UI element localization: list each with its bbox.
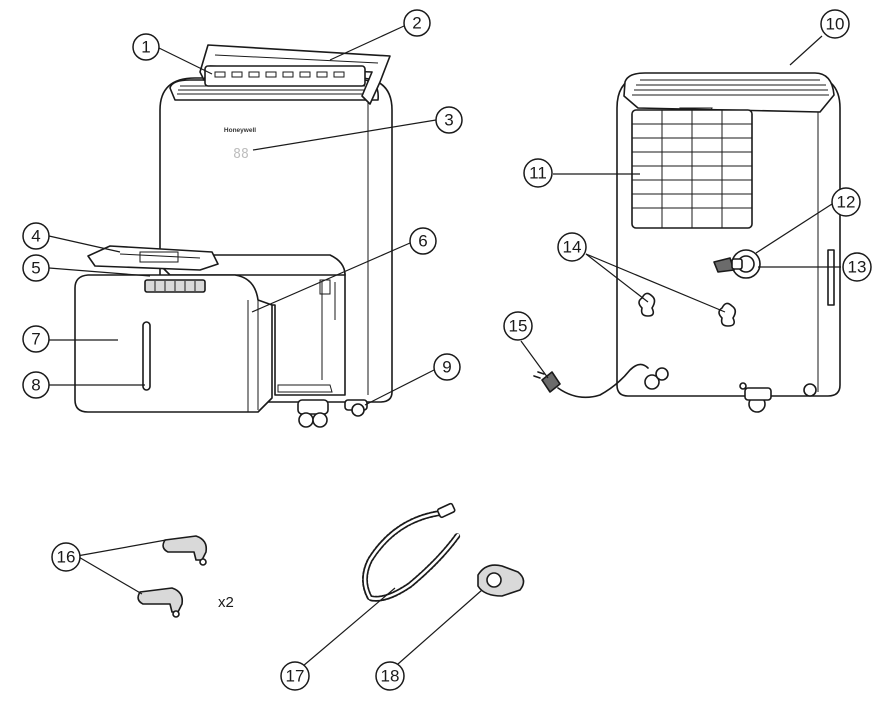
callout-15: 15 xyxy=(503,311,533,341)
callout-6: 6 xyxy=(409,227,437,255)
callout-7: 7 xyxy=(22,325,50,353)
caster-quantity: x2 xyxy=(218,594,234,611)
callout-10: 10 xyxy=(820,9,850,39)
leader-lines xyxy=(48,25,841,667)
svg-text:9: 9 xyxy=(442,358,451,377)
caster-accessories: x2 xyxy=(137,535,234,618)
brand-logo: Honeywell xyxy=(224,127,256,134)
drain-adapter-accessory xyxy=(477,564,525,597)
callout-1: 1 xyxy=(132,33,160,61)
callout-3: 3 xyxy=(435,106,463,134)
svg-text:12: 12 xyxy=(837,193,856,212)
callout-12: 12 xyxy=(831,187,861,217)
callout-8: 8 xyxy=(22,371,50,399)
callout-9: 9 xyxy=(433,353,461,381)
svg-text:17: 17 xyxy=(286,667,305,686)
svg-text:11: 11 xyxy=(529,164,547,183)
svg-text:8: 8 xyxy=(31,376,40,395)
svg-text:2: 2 xyxy=(412,14,421,33)
callout-11: 11 xyxy=(523,158,553,188)
svg-text:1: 1 xyxy=(141,38,150,57)
svg-text:16: 16 xyxy=(57,548,76,567)
callout-2: 2 xyxy=(403,9,431,37)
callout-4: 4 xyxy=(22,222,50,250)
svg-text:10: 10 xyxy=(826,15,845,34)
callout-5: 5 xyxy=(22,254,50,282)
svg-text:14: 14 xyxy=(563,238,582,257)
svg-text:6: 6 xyxy=(418,232,427,251)
svg-text:7: 7 xyxy=(31,330,40,349)
callout-18: 18 xyxy=(375,661,405,691)
svg-text:5: 5 xyxy=(31,259,40,278)
svg-text:4: 4 xyxy=(31,227,40,246)
svg-text:3: 3 xyxy=(444,111,453,130)
back-unit xyxy=(533,72,841,413)
svg-text:13: 13 xyxy=(848,258,867,277)
callout-16: 16 xyxy=(51,542,81,572)
svg-text:15: 15 xyxy=(509,317,528,336)
svg-text:18: 18 xyxy=(381,667,400,686)
front-casters xyxy=(297,399,368,428)
humidity-display: 88 xyxy=(233,147,249,162)
callout-14: 14 xyxy=(557,232,587,262)
drain-hose-accessory xyxy=(362,502,461,602)
callout-17: 17 xyxy=(280,661,310,691)
front-unit: Honeywell 88 xyxy=(74,44,393,428)
callout-13: 13 xyxy=(842,252,872,282)
